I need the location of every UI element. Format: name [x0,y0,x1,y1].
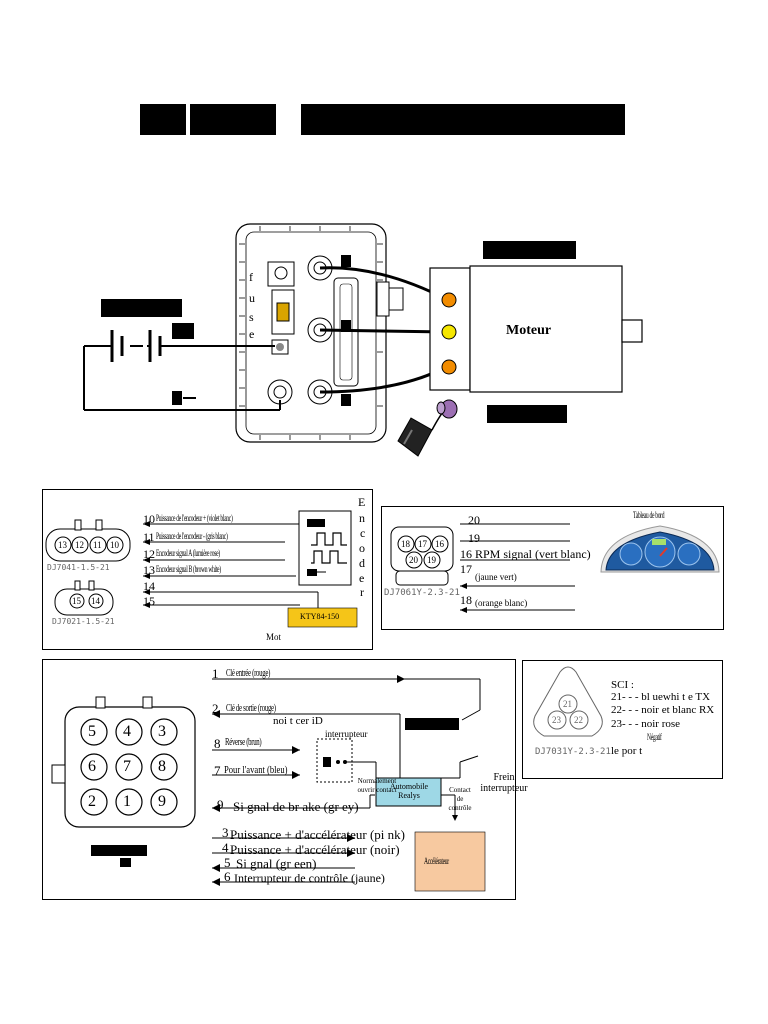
encoder-pin: 14 [91,596,100,606]
main-pin: 1 [123,793,131,810]
fuse-letter: s [249,310,254,324]
encoder-line-num: 13 [143,563,155,577]
encoder-line-text: Encodeur signal B (brown white) [156,564,221,574]
encoder-title-letter: r [360,585,364,599]
main-line-text: Interrupteur de contrôle (jaune) [234,871,385,885]
encoder-connector-code-2: DJ7021-1.5-21 [52,617,115,626]
dash-connector-code: DJ7061Y-2.3-21 [384,588,460,598]
sci-title: SCI : [611,679,634,691]
sci-line: 22- - - noir et blanc RX [611,704,715,716]
main-line-num: 4 [222,840,229,855]
accelerator-label: Accélérateur [424,856,449,866]
encoder-pin: 11 [93,540,102,550]
encoder-title-letter: c [360,526,366,540]
normal-contact-label: Normalement ouvrir contact [357,777,397,794]
main-line-text: Clé entrée (rouge) [226,667,271,679]
contact-control-label: Contact de contrôle [448,786,472,812]
main-pin: 3 [158,723,166,740]
header-bar-mid [190,104,276,135]
dash-pin: 17 [418,539,427,549]
main-line-num: 9 [217,797,224,812]
encoder-pin: 13 [58,540,67,550]
encoder-pin: 10 [110,540,119,550]
encoder-pin: 15 [72,596,81,606]
main-line-text: Clé de sortie (rouge) [226,702,276,714]
noitcer-label: noi t cer iD [273,715,323,727]
encoder-title-letter: e [359,571,365,585]
dash-pin: 18 [401,539,410,549]
dash-line-20: 20 [468,513,480,527]
main-pin: 2 [88,793,96,810]
main-line-text: Puissance + d'accélérateur (pi nk) [230,827,405,842]
encoder-title-letter: o [359,541,365,555]
main-pin: 7 [123,758,131,775]
dash-pin: 20 [409,555,418,565]
main-line-num: 8 [214,736,221,751]
main-line-text: Si gnal de br ake (gr ey) [233,799,359,814]
dash-line-17-sub: (jaune vert) [475,572,517,582]
dash-line-17-num: 17 [460,562,472,576]
dash-line-18-num: 18 [460,593,472,607]
encoder-title-letter: d [359,556,365,570]
main-line-num: 7 [214,763,221,778]
encoder-line-text: Puissance de l'encodeur - (gris blanc) [156,531,228,541]
header-bar-right [301,104,625,135]
encoder-line-num: 12 [143,547,155,561]
encoder-line-text: Encodeur signal A (lumière rose) [156,548,220,558]
sci-line: Négatif [647,732,662,742]
sci-pin: 23 [552,715,561,725]
main-line-num: 6 [224,869,231,884]
main-line-text: Pour l'avant (bleu) [224,764,288,776]
encoder-line-14: 14 [143,579,155,593]
main-line-text: Puissance + d'accélérateur (noir) [230,842,400,857]
mot-label: Mot [266,632,282,642]
sci-line: le por t [611,745,643,757]
fuse-letter: f [249,270,253,284]
main-line-num: 2 [212,701,219,716]
dash-line-16: 16 RPM signal (vert blanc) [460,547,591,561]
dash-line-19: 19 [468,531,480,545]
encoder-title-letter: n [359,511,365,525]
sci-line: 21- - - bl uewhi t e TX [611,691,711,703]
dashboard-label: Tableau de bord [633,510,665,520]
motor-label: Moteur [506,323,552,338]
main-pin: 5 [88,723,96,740]
main-pin: 9 [158,793,166,810]
interrupteur-label: interrupteur [325,729,368,739]
fuse-letter: u [249,291,255,305]
sci-pin: 22 [574,715,583,725]
encoder-line-num: 10 [143,512,155,526]
encoder-pin: 12 [75,540,84,550]
main-pin: 4 [123,723,131,740]
relay-label: Automobile Realys [389,782,429,800]
main-line-num: 1 [212,666,219,681]
encoder-title-letter: E [358,495,366,509]
fuse-letter: e [249,327,255,341]
dash-pin: 16 [435,539,444,549]
encoder-line-15: 15 [143,594,155,608]
brake-switch-label: Frein interrupteur [480,772,528,794]
header-bar-left [140,104,186,135]
sci-connector-code: DJ7031Y-2.3-21 [535,747,611,757]
encoder-connector-code: DJ7041-1.5-21 [47,563,110,572]
encoder-line-num: 11 [143,530,155,544]
main-line-num: 5 [224,855,231,870]
encoder-line-text: Puissance de l'encodeur + (violet blanc) [156,513,233,523]
kty-label: KTY84-150 [300,612,340,621]
main-line-text: Réverse (brun) [225,736,262,748]
main-line-text: Si gnal (gr een) [236,856,317,871]
dash-pin: 19 [427,555,436,565]
main-pin: 6 [88,758,96,775]
sci-line: 23- - - noir rose [611,718,681,730]
main-pin: 8 [158,758,166,775]
main-line-num: 3 [222,825,229,840]
dash-line-18-sub: (orange blanc) [475,598,528,608]
sci-pin: 21 [563,699,572,709]
